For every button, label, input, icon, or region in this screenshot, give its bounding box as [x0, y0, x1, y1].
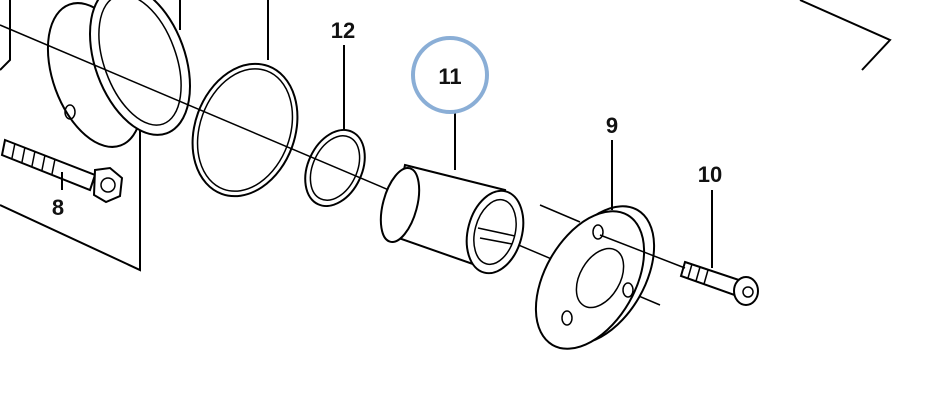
callout-10[interactable]: 10 — [698, 162, 722, 187]
bolt-part-8 — [0, 138, 124, 204]
callout-8[interactable]: 8 — [52, 195, 64, 220]
callout-9[interactable]: 9 — [606, 113, 618, 138]
highlight-circle — [411, 36, 489, 114]
coupling-part-11 — [379, 110, 525, 275]
o-ring-part — [191, 0, 299, 198]
callout-12[interactable]: 12 — [331, 18, 355, 43]
callout-11[interactable]: 11 — [438, 64, 461, 89]
sleeve-part — [46, 0, 191, 148]
frame-edge — [799, 0, 892, 71]
screw-part-10 — [599, 190, 759, 306]
retaining-ring-part — [304, 45, 366, 208]
housing — [0, 0, 181, 272]
flange-part-9 — [534, 140, 656, 350]
